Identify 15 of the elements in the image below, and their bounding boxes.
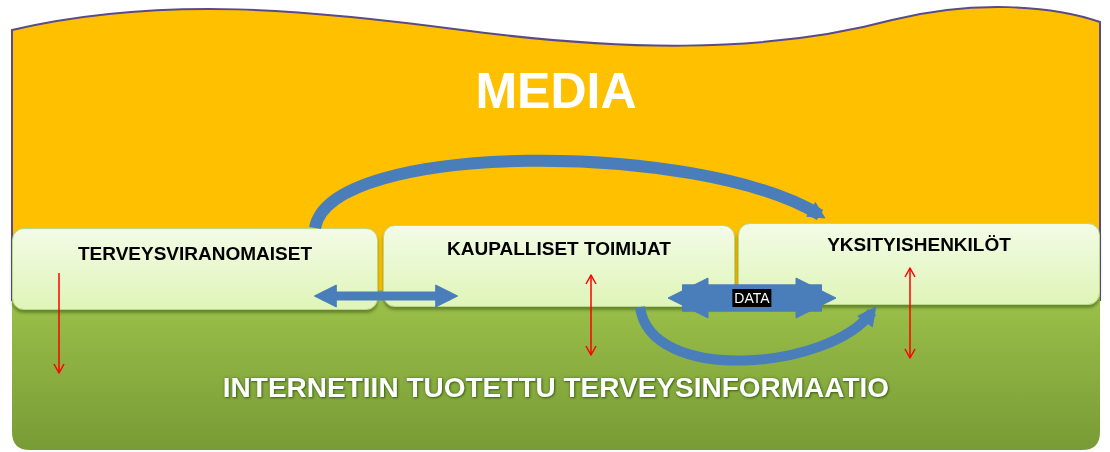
arrow bbox=[667, 277, 837, 319]
arrow bbox=[313, 284, 459, 308]
arrow bbox=[904, 267, 916, 359]
arrow bbox=[635, 305, 877, 366]
band-title: INTERNETIIN TUOTETTU TERVEYSINFORMAATIO bbox=[221, 372, 891, 404]
actor-box bbox=[12, 228, 378, 310]
arrow bbox=[309, 154, 826, 231]
edge-label: DATA bbox=[732, 289, 772, 307]
box-label: TERVEYSVIRANOMAISET bbox=[78, 243, 312, 265]
actor-box bbox=[383, 225, 735, 307]
box-label: YKSITYISHENKILÖT bbox=[827, 234, 1011, 256]
band-title: MEDIA bbox=[474, 62, 638, 120]
arrow bbox=[53, 272, 65, 374]
box-label: KAUPALLISET TOIMIJAT bbox=[447, 238, 671, 260]
arrow bbox=[585, 274, 597, 356]
